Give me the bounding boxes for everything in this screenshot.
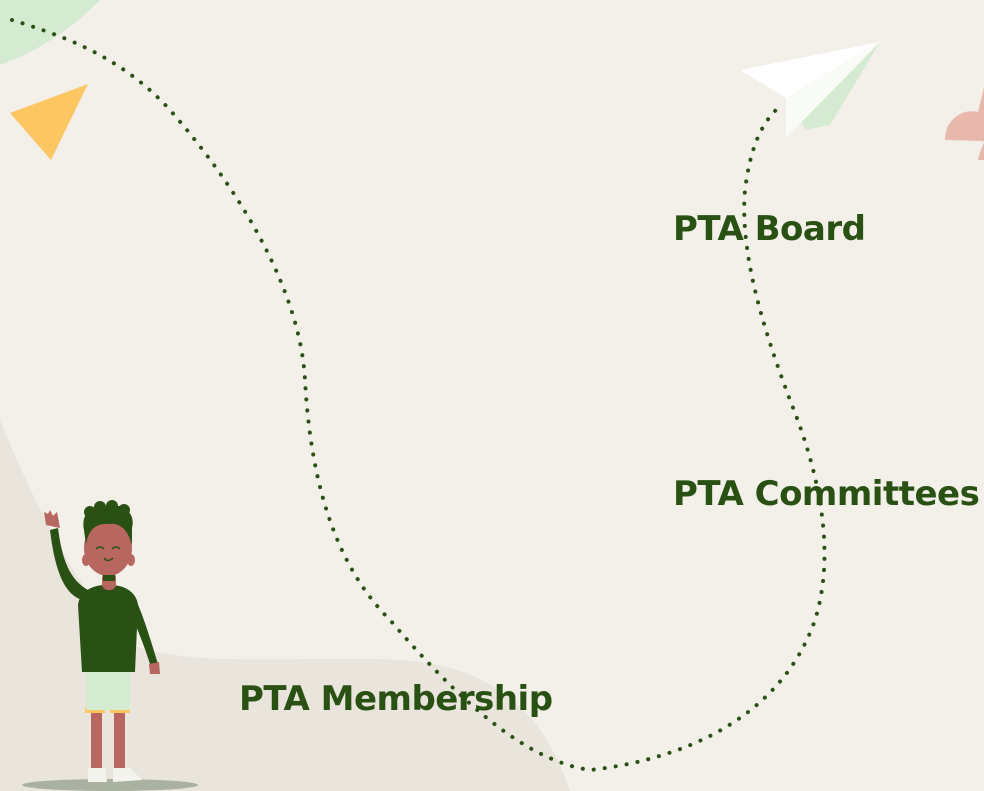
cloud-icon: [945, 85, 984, 160]
green-blob-shape: [0, 0, 100, 65]
waving-person-illustration: [22, 500, 198, 791]
pta-board-link[interactable]: PTA Board: [673, 209, 866, 249]
dotted-flight-path: [10, 18, 827, 773]
hill-shape: [0, 420, 570, 791]
pta-committees-link[interactable]: PTA Committees: [673, 474, 980, 514]
triangle-icon: [10, 84, 88, 160]
paper-plane-icon: [740, 42, 880, 138]
pta-membership-link[interactable]: PTA Membership: [239, 679, 553, 719]
